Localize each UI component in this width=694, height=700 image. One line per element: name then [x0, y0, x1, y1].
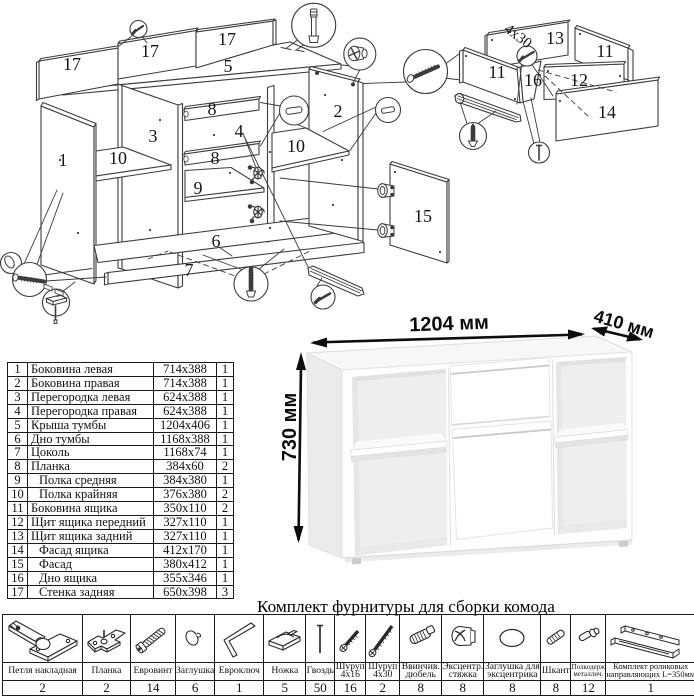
svg-text:12: 12	[570, 70, 588, 90]
svg-text:10: 10	[109, 148, 127, 168]
svg-text:5: 5	[224, 56, 233, 76]
svg-text:17: 17	[63, 54, 81, 74]
svg-text:11: 11	[596, 41, 613, 61]
svg-text:8: 8	[211, 148, 220, 168]
svg-text:13: 13	[546, 28, 564, 48]
svg-text:14: 14	[598, 102, 616, 122]
svg-text:9: 9	[194, 178, 203, 198]
svg-text:17: 17	[141, 41, 159, 61]
svg-text:7: 7	[185, 260, 194, 280]
svg-text:730 мм: 730 мм	[279, 393, 301, 462]
svg-text:4: 4	[235, 121, 244, 141]
svg-text:3: 3	[149, 126, 158, 146]
svg-text:15: 15	[414, 206, 432, 226]
svg-text:17: 17	[218, 29, 236, 49]
svg-text:1204 мм: 1204 мм	[409, 312, 489, 337]
svg-text:10: 10	[287, 136, 305, 156]
svg-text:11: 11	[488, 62, 505, 82]
svg-text:8: 8	[208, 99, 217, 119]
svg-text:1: 1	[59, 150, 68, 170]
svg-text:16: 16	[524, 70, 542, 90]
svg-text:6: 6	[212, 231, 221, 251]
svg-text:2: 2	[334, 101, 343, 121]
